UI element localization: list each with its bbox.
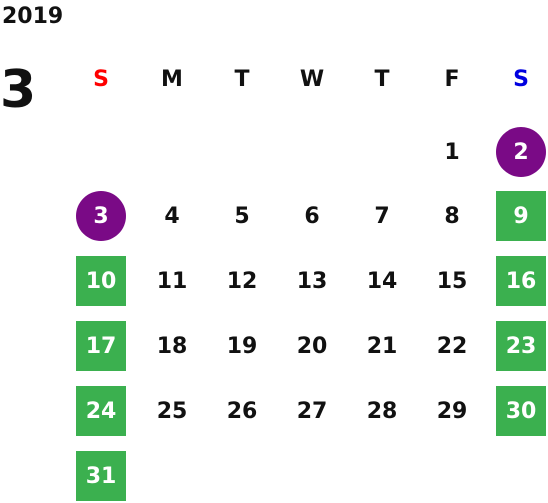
month-number: 3 <box>0 60 37 120</box>
day-cell-28[interactable]: 28 <box>366 398 398 424</box>
day-cell-9[interactable]: 9 <box>496 191 546 241</box>
weekday-header-wed: W <box>299 67 325 92</box>
day-cell-14[interactable]: 14 <box>366 268 398 294</box>
day-cell-11[interactable]: 11 <box>156 268 188 294</box>
day-cell-25[interactable]: 25 <box>156 398 188 424</box>
day-cell-5[interactable]: 5 <box>234 203 250 229</box>
day-cell-2[interactable]: 2 <box>496 127 546 177</box>
day-cell-7[interactable]: 7 <box>374 203 390 229</box>
day-cell-6[interactable]: 6 <box>304 203 320 229</box>
day-cell-16[interactable]: 16 <box>496 256 546 306</box>
day-cell-30[interactable]: 30 <box>496 386 546 436</box>
weekday-header-tue: T <box>234 67 250 92</box>
day-cell-27[interactable]: 27 <box>296 398 328 424</box>
day-cell-10[interactable]: 10 <box>76 256 126 306</box>
day-cell-18[interactable]: 18 <box>156 333 188 359</box>
day-cell-3[interactable]: 3 <box>76 191 126 241</box>
day-cell-20[interactable]: 20 <box>296 333 328 359</box>
day-cell-21[interactable]: 21 <box>366 333 398 359</box>
day-cell-12[interactable]: 12 <box>226 268 258 294</box>
day-cell-17[interactable]: 17 <box>76 321 126 371</box>
weekday-header-fri: F <box>444 67 460 92</box>
day-cell-19[interactable]: 19 <box>226 333 258 359</box>
weekday-header-sat: S <box>513 67 529 92</box>
year-label: 2019 <box>2 4 64 29</box>
day-cell-13[interactable]: 13 <box>296 268 328 294</box>
day-cell-26[interactable]: 26 <box>226 398 258 424</box>
weekday-header-mon: M <box>161 67 183 92</box>
day-cell-4[interactable]: 4 <box>164 203 180 229</box>
day-cell-23[interactable]: 23 <box>496 321 546 371</box>
day-cell-15[interactable]: 15 <box>436 268 468 294</box>
day-cell-24[interactable]: 24 <box>76 386 126 436</box>
weekday-header-thu: T <box>374 67 390 92</box>
day-cell-22[interactable]: 22 <box>436 333 468 359</box>
day-cell-8[interactable]: 8 <box>444 203 460 229</box>
day-cell-1[interactable]: 1 <box>444 139 460 165</box>
day-cell-29[interactable]: 29 <box>436 398 468 424</box>
weekday-header-sun: S <box>93 67 109 92</box>
day-cell-31[interactable]: 31 <box>76 451 126 501</box>
